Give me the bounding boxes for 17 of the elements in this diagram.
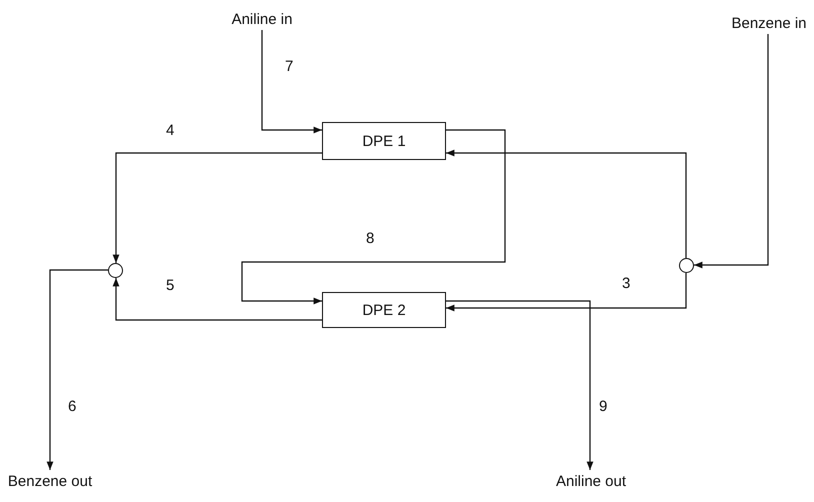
stream-label: Benzene out: [4, 470, 96, 492]
arrow: [112, 152, 322, 263]
arrow: [112, 278, 322, 321]
stream-label: Aniline in: [222, 8, 302, 30]
arrow: [261, 30, 322, 134]
stream-label: Benzene in: [728, 12, 810, 34]
arrow: [241, 129, 506, 304]
arrow: [46, 269, 108, 470]
arrow: [446, 300, 594, 470]
mixer-circle: [108, 263, 123, 278]
mixer-circle: [679, 258, 694, 273]
arrow: [446, 150, 687, 258]
arrow: [446, 273, 687, 312]
stream-label: Aniline out: [546, 470, 636, 492]
unit-box: DPE 1: [322, 122, 446, 160]
arrow: [694, 34, 769, 268]
unit-box: DPE 2: [322, 292, 446, 328]
